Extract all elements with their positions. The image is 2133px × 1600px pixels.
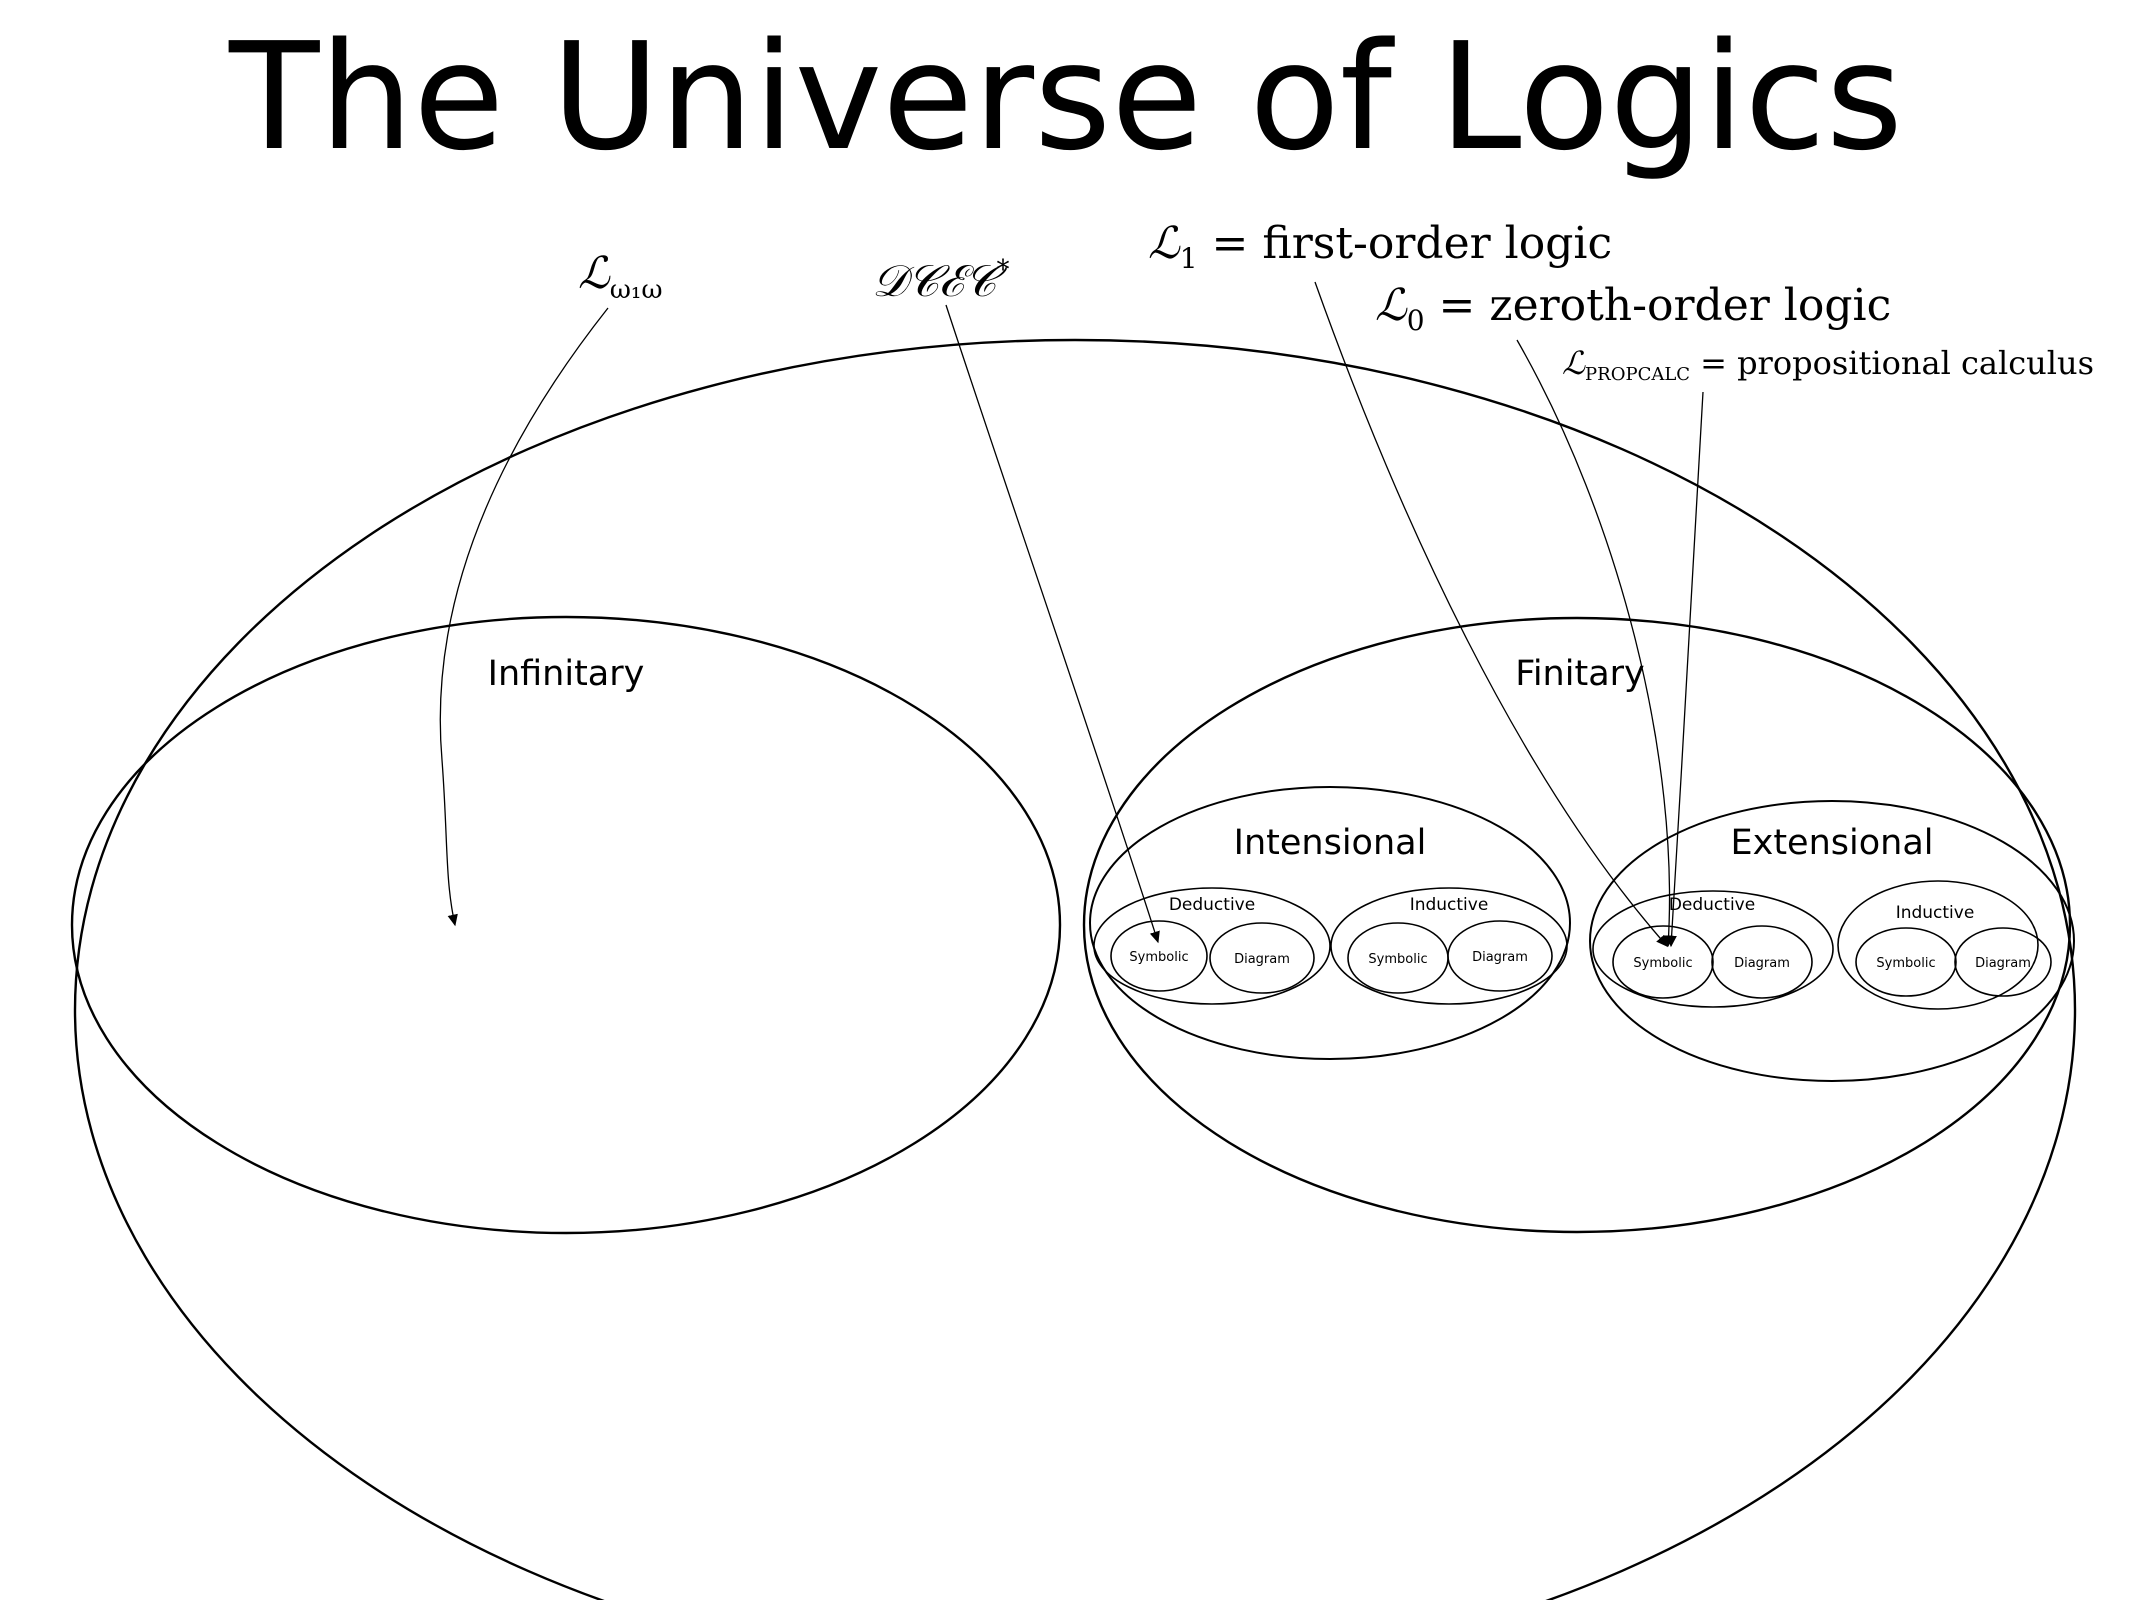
extensional-inductive-ellipse xyxy=(1837,880,2039,1010)
extensional-deductive-symbolic-ellipse xyxy=(1612,925,1714,999)
infinitary-label: Infinitary xyxy=(488,654,645,694)
l1-annotation: ℒ1 = first-order logic xyxy=(1148,218,1612,275)
intensional-deductive-symbolic-label: Symbolic xyxy=(1129,950,1188,965)
extensional-inductive-label: Inductive xyxy=(1896,903,1975,923)
intensional-inductive-diagram-label: Diagram xyxy=(1472,950,1528,965)
l-omega-subscript: ω₁ω xyxy=(610,275,663,305)
extensional-inductive-symbolic-ellipse xyxy=(1855,927,1957,997)
intensional-label: Intensional xyxy=(1234,823,1427,863)
extensional-inductive-diagram-ellipse xyxy=(1954,927,2052,997)
extensional-deductive-diagram-ellipse xyxy=(1711,925,1813,999)
intensional-deductive-symbolic-ellipse xyxy=(1110,920,1208,992)
page-title: The Universe of Logics xyxy=(228,11,1903,183)
intensional-deductive-diagram-label: Diagram xyxy=(1234,952,1290,967)
infinitary-ellipse xyxy=(70,615,1062,1235)
lprop-annotation: ℒPROPCALC = propositional calculus xyxy=(1562,344,2094,385)
extensional-deductive-diagram-label: Diagram xyxy=(1734,956,1790,971)
dcec-arrow xyxy=(945,304,1160,944)
extensional-deductive-ellipse xyxy=(1592,890,1834,1008)
l0-subscript: 0 xyxy=(1407,304,1425,337)
l0-annotation: ℒ0 = zeroth-order logic xyxy=(1375,280,1891,337)
extensional-inductive-diagram-label: Diagram xyxy=(1975,956,2031,971)
universe-ellipse xyxy=(74,339,2076,1600)
l1-arrow xyxy=(1314,281,1668,947)
dcec-text: 𝒟𝒞ℰ𝒞 xyxy=(872,256,1007,307)
l1-text: = first-order logic xyxy=(1212,218,1613,269)
lprop-text: = propositional calculus xyxy=(1700,344,2094,382)
l-omega-arrow xyxy=(439,307,609,927)
l0-script: ℒ xyxy=(1375,280,1408,331)
extensional-label: Extensional xyxy=(1731,823,1934,863)
lprop-arrow xyxy=(1666,391,1704,948)
lprop-script: ℒ xyxy=(1562,344,1586,382)
finitary-ellipse xyxy=(1082,616,2072,1234)
intensional-ellipse xyxy=(1089,786,1571,1060)
extensional-deductive-label: Deductive xyxy=(1669,895,1755,915)
intensional-deductive-label: Deductive xyxy=(1169,895,1255,915)
extensional-inductive-symbolic-label: Symbolic xyxy=(1876,956,1935,971)
dcec-annotation: 𝒟𝒞ℰ𝒞* xyxy=(872,255,1009,307)
intensional-inductive-ellipse xyxy=(1330,887,1568,1005)
l1-subscript: 1 xyxy=(1180,242,1198,275)
l0-arrow xyxy=(1516,339,1674,948)
extensional-deductive-symbolic-label: Symbolic xyxy=(1633,956,1692,971)
intensional-inductive-diagram-ellipse xyxy=(1447,920,1553,992)
intensional-deductive-diagram-ellipse xyxy=(1209,922,1315,994)
l-omega-script: ℒ xyxy=(578,248,611,299)
intensional-inductive-symbolic-label: Symbolic xyxy=(1368,952,1427,967)
l0-text: = zeroth-order logic xyxy=(1439,280,1892,331)
dcec-superscript: * xyxy=(996,255,1009,285)
intensional-inductive-label: Inductive xyxy=(1410,895,1489,915)
lprop-subscript: PROPCALC xyxy=(1585,364,1690,385)
extensional-ellipse xyxy=(1589,800,2075,1082)
finitary-label: Finitary xyxy=(1515,654,1645,694)
l1-script: ℒ xyxy=(1148,218,1181,269)
intensional-deductive-ellipse xyxy=(1093,887,1331,1005)
l-omega-annotation: ℒω₁ω xyxy=(578,248,663,305)
